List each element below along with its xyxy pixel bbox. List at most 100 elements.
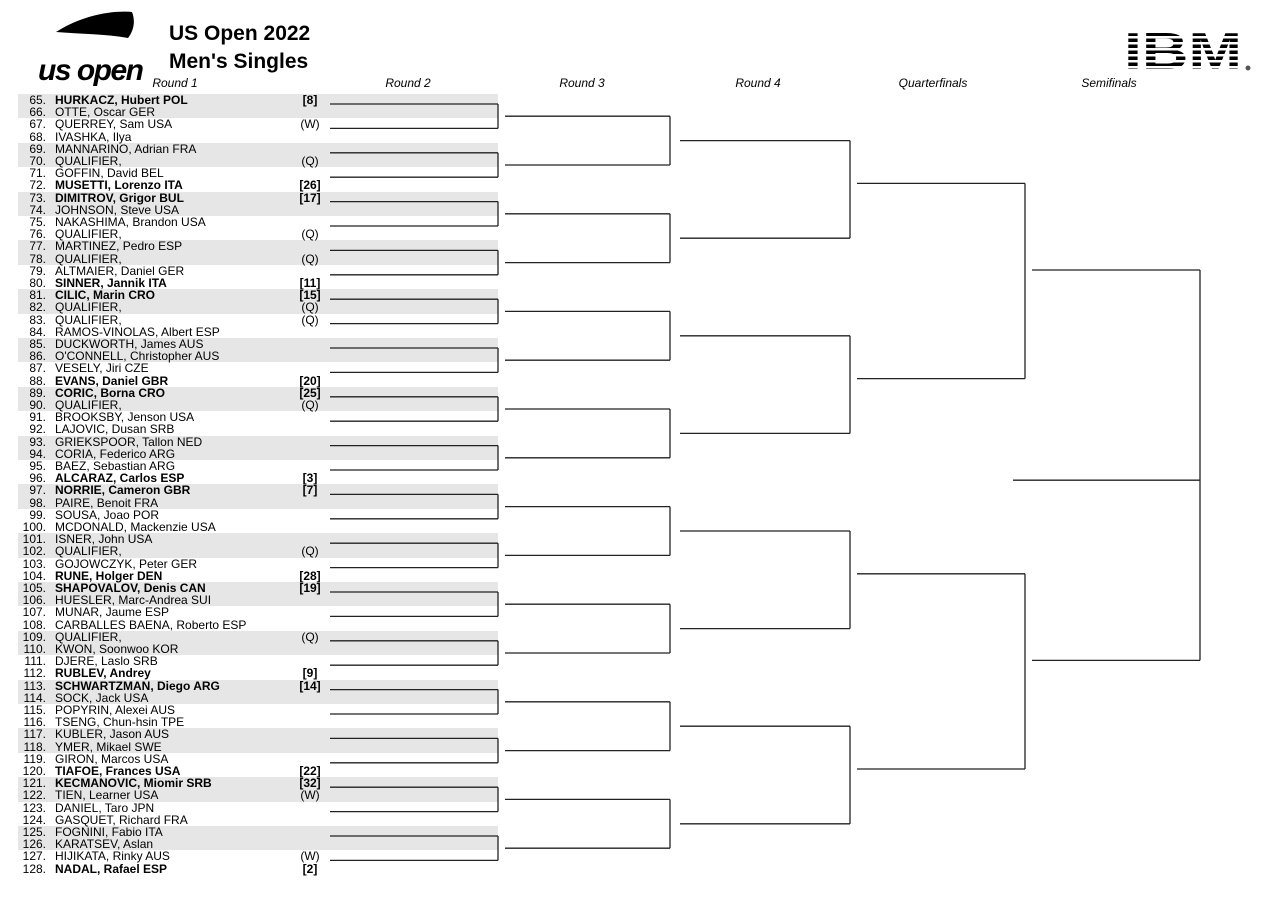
player-name: QUERREY, Sam USA [55, 117, 173, 132]
player-seed: [19] [299, 581, 321, 595]
player-seed: [11] [299, 276, 321, 290]
draw-position: 75. [29, 215, 46, 229]
draw-position: 102. [22, 544, 46, 559]
player-name: JOHNSON, Steve USA [55, 202, 180, 217]
player-name: SOCK, Jack USA [55, 690, 149, 705]
draw-position: 124. [22, 812, 46, 827]
draw-position: 108. [22, 617, 46, 632]
player-name: NAKASHIMA, Brandon USA [55, 215, 206, 229]
draw-position: 94. [29, 446, 46, 461]
draw-position: 109. [22, 629, 46, 644]
player-name: SHAPOVALOV, Denis CAN [55, 581, 206, 595]
round-label-2: Round 2 [385, 76, 431, 90]
player-seed: [28] [299, 568, 321, 583]
player-name: HIJIKATA, Rinky AUS [55, 849, 170, 864]
draw-position: 91. [29, 410, 46, 425]
player-name: KARATSEV, Aslan [55, 837, 154, 852]
draw-position: 119. [23, 751, 46, 766]
player-name: ISNER, John USA [55, 532, 153, 547]
player-name: GOJOWCZYK, Peter GER [55, 556, 198, 571]
player-name: RUBLEV, Andrey [55, 666, 151, 681]
player-name: POPYRIN, Alexei AUS [55, 703, 176, 717]
draw-position: 83. [29, 312, 46, 327]
player-seed: (Q) [301, 300, 319, 315]
player-seed: (Q) [301, 629, 319, 644]
draw-position: 113. [23, 678, 46, 693]
draw-position: 65. [29, 93, 46, 107]
player-name: QUALIFIER, [55, 629, 122, 644]
player-name: GASQUET, Richard FRA [55, 812, 188, 827]
player-seed: (Q) [301, 251, 319, 266]
player-name: GRIEKSPOOR, Tallon NED [55, 434, 203, 449]
player-name: LAJOVIC, Dusan SRB [55, 422, 175, 437]
draw-position: 114. [23, 690, 46, 705]
player-name: QUALIFIER, [55, 300, 122, 315]
round-label-1: Round 1 [152, 76, 198, 90]
draw-position: 115. [23, 703, 46, 717]
player-seed: (Q) [301, 154, 319, 168]
player-name: DANIEL, Taro JPN [55, 800, 155, 815]
player-name: IVASHKA, Ilya [55, 129, 132, 144]
draw-position: 69. [29, 141, 46, 156]
draw-position: 101. [22, 532, 46, 547]
round-label-semifinals: Semifinals [1081, 76, 1137, 90]
draw-position: 122. [22, 788, 46, 803]
draw-position: 88. [29, 373, 46, 388]
player-seed: [14] [299, 678, 321, 693]
draw-position: 125. [22, 825, 46, 839]
draw-position: 89. [29, 385, 46, 400]
player-name: BAEZ, Sebastian ARG [55, 459, 176, 473]
player-name: NADAL, Rafael ESP [55, 861, 168, 876]
player-name: TIAFOE, Frances USA [55, 764, 181, 778]
draw-position: 127. [22, 849, 46, 864]
player-seed: (W) [300, 788, 320, 803]
draw-position: 128. [22, 861, 46, 876]
player-name: FOGNINI, Fabio ITA [55, 825, 163, 839]
draw-position: 67. [29, 117, 46, 132]
round-label-quarterfinals: Quarterfinals [898, 76, 968, 90]
player-seed: [22] [299, 764, 321, 778]
draw-position: 90. [29, 398, 46, 412]
player-name: QUALIFIER, [55, 398, 122, 412]
player-name: MUSETTI, Lorenzo ITA [55, 178, 183, 193]
draw-position: 98. [29, 495, 46, 510]
player-name: DIMITROV, Grigor BUL [55, 190, 184, 205]
draw-position: 97. [29, 483, 46, 498]
player-name: QUALIFIER, [55, 251, 122, 266]
draw-position: 71. [29, 166, 46, 181]
draw-position: 76. [29, 227, 46, 242]
row-band [18, 338, 498, 363]
draw-position: 105. [22, 581, 46, 595]
svg-text:us open: us open [38, 54, 144, 87]
player-name: GIRON, Marcos USA [55, 751, 169, 766]
row-band [18, 289, 498, 314]
player-name: EVANS, Daniel GBR [55, 373, 169, 388]
player-name: ALCARAZ, Carlos ESP [55, 471, 185, 486]
draw-position: 92. [29, 422, 46, 437]
player-name: OTTE, Oscar GER [55, 105, 156, 120]
draw-position: 79. [29, 263, 46, 278]
player-name: QUALIFIER, [55, 544, 122, 559]
player-name: GOFFIN, David BEL [55, 166, 164, 181]
player-name: MUNAR, Jaume ESP [55, 605, 170, 620]
player-name: TSENG, Chun-hsin TPE [55, 715, 185, 730]
draw-position: 68. [29, 129, 46, 144]
draw-position: 100. [22, 520, 46, 534]
row-band [18, 240, 498, 265]
player-name: TIEN, Learner USA [55, 788, 159, 803]
row-band [18, 484, 498, 509]
draw-position: 112. [23, 666, 46, 681]
player-name: SCHWARTZMAN, Diego ARG [55, 678, 220, 693]
player-seed: (Q) [301, 227, 319, 242]
player-seed: [32] [299, 776, 321, 791]
player-seed: [2] [302, 861, 318, 876]
player-name: ALTMAIER, Daniel GER [55, 263, 185, 278]
player-seed: [8] [302, 93, 318, 107]
player-name: RUNE, Holger DEN [55, 568, 163, 583]
player-seed: (Q) [301, 312, 319, 327]
player-seed: [17] [299, 190, 321, 205]
round-label-3: Round 3 [559, 76, 605, 90]
player-seed: (W) [300, 117, 320, 132]
draw-position: 80. [29, 276, 46, 290]
